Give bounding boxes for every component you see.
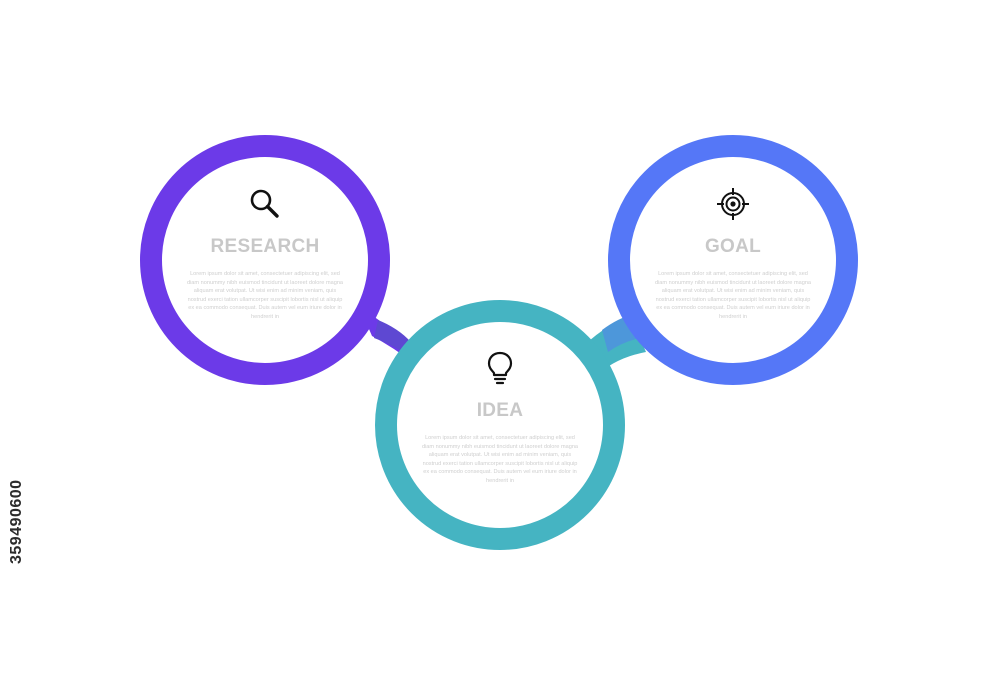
node-body-idea: Lorem ipsum dolor sit amet, consectetuer… [421, 435, 579, 484]
node-body-research: Lorem ipsum dolor sit amet, consectetuer… [186, 271, 344, 320]
target-icon [717, 188, 749, 220]
node-research: RESEARCH Lorem ipsum dolor sit amet, con… [165, 186, 365, 322]
search-icon [250, 189, 279, 218]
node-title-goal: GOAL [704, 236, 762, 257]
node-title-idea: IDEA [476, 400, 524, 421]
lightbulb-icon [487, 351, 513, 385]
ring-research [140, 135, 390, 385]
stock-id-watermark: 359490600 [8, 479, 25, 564]
node-idea: IDEA Lorem ipsum dolor sit amet, consect… [400, 350, 600, 486]
node-goal: GOAL Lorem ipsum dolor sit amet, consect… [633, 186, 833, 322]
node-title-research: RESEARCH [210, 236, 320, 257]
ring-goal [608, 135, 858, 385]
ring-idea [375, 300, 625, 550]
node-body-goal: Lorem ipsum dolor sit amet, consectetuer… [654, 271, 812, 320]
